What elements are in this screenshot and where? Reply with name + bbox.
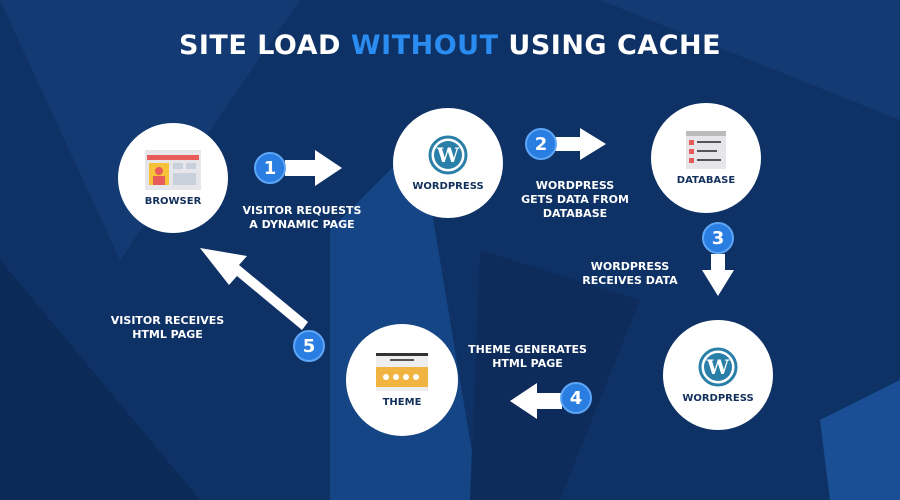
svg-text:W: W [706, 355, 730, 379]
browser-node: BROWSER [118, 123, 228, 233]
wordpress-node: W WORDPRESS [663, 320, 773, 430]
node-label: WORDPRESS [682, 392, 754, 404]
arrow-4-icon [510, 383, 562, 419]
page-title: SITE LOAD WITHOUT USING CACHE [178, 30, 722, 61]
browser-window-icon [145, 149, 201, 190]
arrow-1-icon [285, 150, 342, 186]
database-node: DATABASE [651, 103, 761, 213]
wordpress-logo-icon: W [698, 347, 738, 386]
arrow-5-icon [200, 248, 308, 330]
step-badge-2: 2 [525, 128, 557, 160]
svg-text:W: W [436, 143, 460, 167]
arrow-3-icon [702, 254, 734, 296]
step-badge-1: 1 [254, 152, 286, 184]
node-label: DATABASE [676, 174, 736, 186]
theme-node: THEME [346, 324, 458, 436]
step-badge-4: 4 [560, 382, 592, 414]
wordpress-logo-icon: W [428, 135, 468, 174]
node-label: WORDPRESS [412, 180, 484, 192]
database-list-icon [686, 130, 726, 169]
arrow-2-icon [555, 128, 606, 160]
node-label: BROWSER [144, 195, 202, 207]
node-label: THEME [382, 396, 422, 408]
webpage-theme-icon [376, 352, 428, 391]
wordpress-node: W WORDPRESS [393, 108, 503, 218]
step-badge-5: 5 [293, 330, 325, 362]
step-badge-3: 3 [702, 222, 734, 254]
